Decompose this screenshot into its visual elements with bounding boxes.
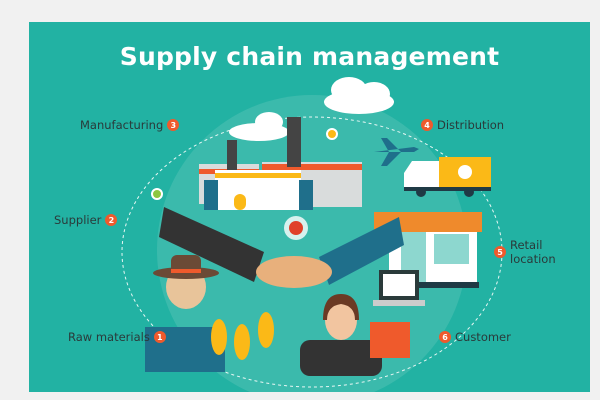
page-title: Supply chain management — [119, 42, 500, 71]
infographic-panel: Supply chain management Manufacturing 3 … — [29, 22, 590, 392]
step-number-badge: 5 — [494, 246, 506, 258]
gear-icon — [326, 128, 338, 140]
wheat-icon — [211, 312, 274, 360]
gear-icon — [151, 188, 163, 200]
businessman-arm — [319, 217, 404, 285]
step-retail-location: 5 Retail location — [494, 238, 556, 266]
handshake-icon — [256, 256, 332, 288]
step-supplier: Supplier 2 — [54, 213, 118, 227]
cloud-icon — [229, 77, 394, 141]
laptop-shopping-icon — [373, 270, 425, 306]
step-label: location — [510, 252, 556, 266]
step-label: Supplier — [54, 213, 102, 227]
step-number-badge: 3 — [167, 119, 180, 131]
step-number-badge: 1 — [153, 331, 166, 343]
step-label: Manufacturing — [80, 118, 164, 132]
step-manufacturing: Manufacturing 3 — [80, 118, 180, 132]
factory-icon — [199, 117, 362, 210]
step-number-badge: 6 — [439, 331, 451, 343]
retail-store-icon — [374, 212, 482, 288]
step-number-badge: 2 — [105, 214, 118, 226]
delivery-truck-icon — [404, 157, 491, 197]
step-label: Retail — [510, 238, 543, 252]
step-label: Distribution — [437, 118, 505, 132]
gear-icon — [289, 221, 303, 235]
step-customer: 6 Customer — [439, 330, 511, 344]
step-distribution: 4 Distribution — [421, 118, 504, 132]
shopping-bag-icon — [370, 322, 410, 358]
step-raw-materials: Raw materials 1 — [68, 330, 166, 344]
businessman-arm — [159, 207, 264, 282]
airplane-icon — [374, 138, 419, 166]
step-label: Customer — [455, 330, 511, 344]
step-number-badge: 4 — [421, 119, 433, 131]
step-label: Raw materials — [68, 330, 150, 344]
customer-avatar — [300, 294, 382, 376]
supply-chain-illustration — [121, 77, 503, 392]
